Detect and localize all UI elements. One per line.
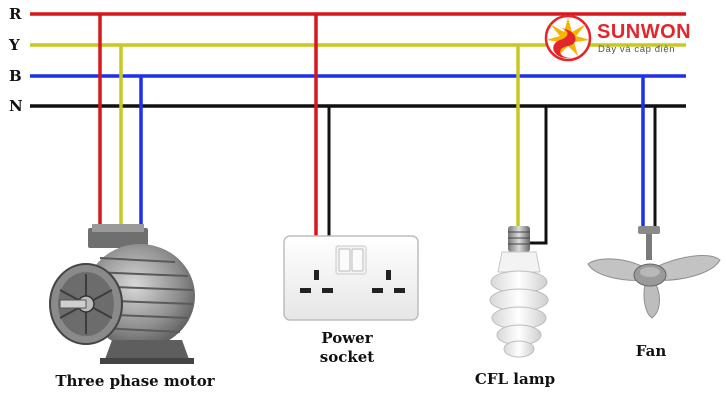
phase-label-b: B — [9, 67, 22, 85]
sunwon-logo-icon — [544, 14, 592, 62]
three-phase-motor-icon — [49, 224, 195, 364]
brand-tagline: Dây và cáp điện — [598, 44, 676, 55]
socket-label-line1: Power — [321, 329, 373, 347]
brand-name: SUNWON — [597, 21, 692, 43]
lamp-drop-n — [530, 106, 548, 245]
motor-label: Three phase motor — [55, 372, 215, 390]
cfl-lamp-icon — [489, 226, 549, 358]
phase-label-r: R — [9, 5, 22, 23]
ceiling-fan-icon — [587, 226, 721, 319]
lamp-label: CFL lamp — [474, 370, 556, 388]
socket-label: Power socket — [300, 329, 394, 367]
socket-label-line2: socket — [319, 348, 375, 366]
phase-label-y: Y — [9, 36, 20, 54]
fan-label: Fan — [635, 342, 667, 360]
phase-label-n: N — [9, 97, 23, 115]
power-socket-icon — [283, 235, 419, 321]
